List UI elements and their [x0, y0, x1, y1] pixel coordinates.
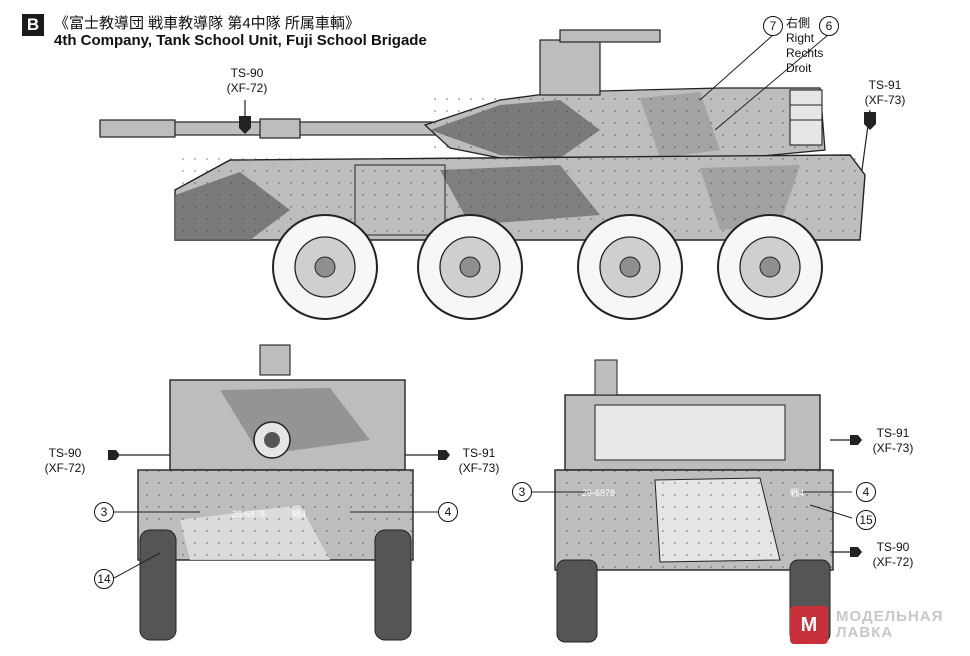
- rear-top-paint-label: TS-91 (XF-73): [866, 426, 920, 456]
- rear-bottom-paint-label: TS-90 (XF-72): [866, 540, 920, 570]
- rear-unit-mark: 戦4: [790, 488, 805, 498]
- watermark-logo: M МОДЕЛЬНАЯ ЛАВКА: [790, 600, 965, 650]
- decal-number-6: 6: [819, 16, 839, 36]
- note-fr: Droit: [786, 61, 812, 75]
- decal-number-3-rear: 3: [512, 482, 532, 502]
- front-left-paint-label: TS-90 (XF-72): [38, 446, 92, 476]
- title-english: 4th Company, Tank School Unit, Fuji Scho…: [54, 32, 427, 49]
- paint-ref: (XF-72): [226, 81, 268, 95]
- watermark-text: МОДЕЛЬНАЯ ЛАВКА: [836, 609, 943, 641]
- front-plate-number: 26-6878: [232, 509, 266, 519]
- wheel-3: [577, 214, 683, 320]
- paint-ref: (XF-72): [872, 555, 914, 569]
- watermark-line1: МОДЕЛЬНАЯ: [836, 608, 944, 625]
- paint-code: TS-91: [876, 426, 910, 440]
- right-side-note: 右側 Right Rechts Droit: [786, 16, 830, 76]
- front-right-paint-label: TS-91 (XF-73): [452, 446, 506, 476]
- paint-ref: (XF-73): [864, 93, 906, 107]
- title-japanese: 《富士教導団 戦車教導隊 第4中隊 所属車輌》: [54, 15, 360, 32]
- note-de: Rechts: [786, 46, 824, 60]
- paint-ref: (XF-73): [458, 461, 500, 475]
- decal-number-3-front: 3: [94, 502, 114, 522]
- note-jp: 右側: [786, 16, 811, 30]
- paint-ref: (XF-73): [872, 441, 914, 455]
- paint-code: TS-91: [462, 446, 496, 460]
- front-view: [108, 344, 450, 641]
- side-barrel-paint-label: TS-90 (XF-72): [222, 66, 272, 96]
- wheel-2: [417, 214, 523, 320]
- hull: [174, 154, 866, 241]
- paint-code: TS-91: [868, 78, 902, 92]
- paint-code: TS-90: [230, 66, 264, 80]
- wheel-1: [272, 214, 378, 320]
- side-rear-paint-label: TS-91 (XF-73): [858, 78, 912, 108]
- paint-code: TS-90: [876, 540, 910, 554]
- decal-number-15-rear: 15: [856, 510, 876, 530]
- wheel-4: [717, 214, 823, 320]
- side-view: [99, 29, 876, 320]
- decal-number-14-front: 14: [94, 569, 114, 589]
- watermark-line2: ЛАВКА: [836, 624, 894, 641]
- paint-code: TS-90: [48, 446, 82, 460]
- note-en: Right: [786, 31, 815, 45]
- gun-barrel: [99, 118, 441, 139]
- rear-view: [532, 359, 862, 643]
- decal-number-7: 7: [763, 16, 783, 36]
- decal-number-4-front: 4: [438, 502, 458, 522]
- paint-ref: (XF-72): [44, 461, 86, 475]
- decal-number-4-rear: 4: [856, 482, 876, 502]
- section-badge: B: [22, 14, 44, 36]
- turret: [423, 29, 826, 162]
- watermark-mark: M: [790, 606, 828, 644]
- rear-plate-number: 26-6878: [582, 488, 616, 498]
- front-unit-mark: 戦4: [292, 509, 307, 519]
